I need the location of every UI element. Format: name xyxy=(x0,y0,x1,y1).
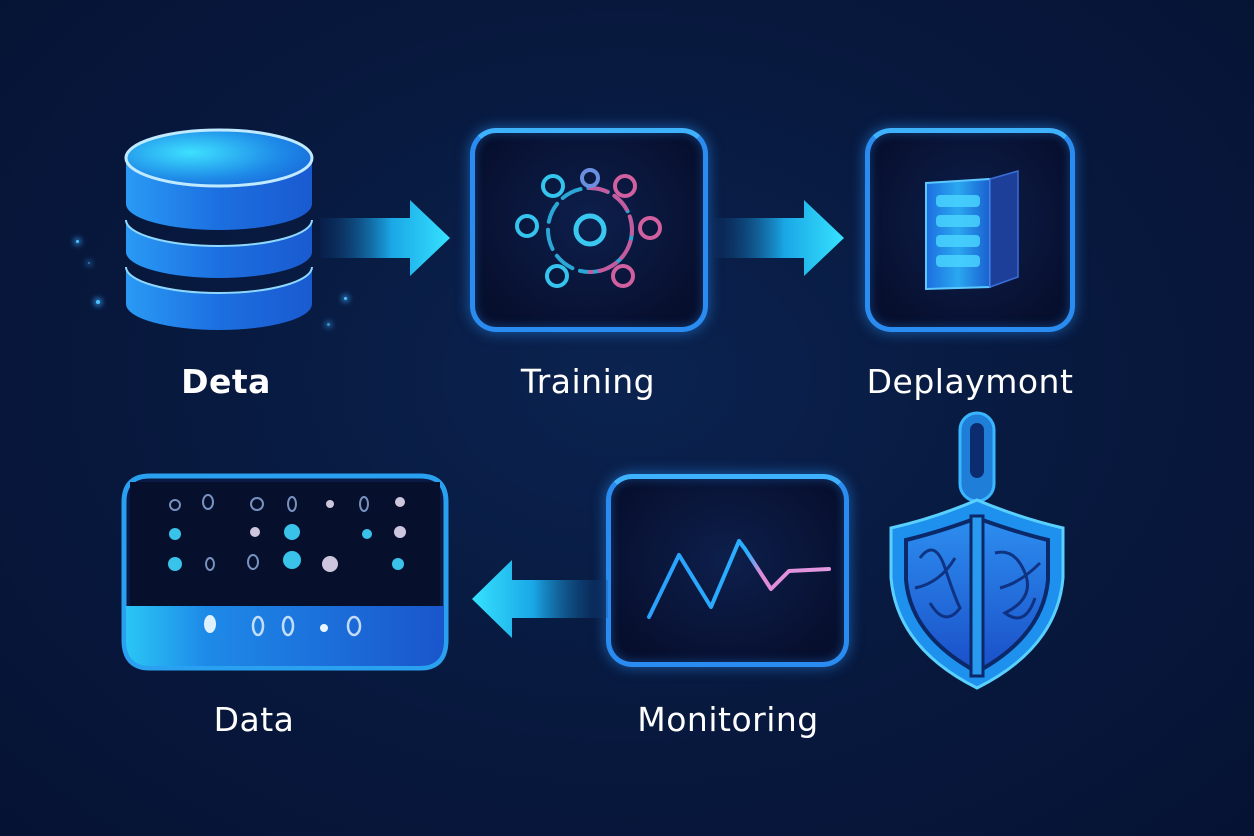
node-deployment xyxy=(865,128,1075,332)
server-icon xyxy=(925,170,1019,291)
node-security xyxy=(885,408,1070,693)
node-label-deployment: Deplaymont xyxy=(866,362,1074,401)
line-chart-icon xyxy=(647,539,831,619)
sparkle xyxy=(88,262,90,264)
sparkle xyxy=(327,323,330,326)
node-data-bottom xyxy=(120,472,450,672)
node-data-top xyxy=(118,122,320,337)
data-panel-icon xyxy=(121,473,449,671)
node-label-monitoring: Monitoring xyxy=(637,700,819,739)
node-label-data-bottom: Data xyxy=(213,700,295,739)
arrow-left-icon xyxy=(472,560,608,638)
node-monitoring xyxy=(606,474,849,667)
sparkle xyxy=(344,297,347,300)
database-icon xyxy=(124,128,314,330)
sparkle xyxy=(76,240,79,243)
shield-lock-icon xyxy=(889,411,1065,690)
node-label-data-top: Deta xyxy=(181,362,271,401)
node-label-training: Training xyxy=(520,362,656,401)
arrow-right-icon xyxy=(712,200,844,276)
sparkle xyxy=(96,300,100,304)
arrow-right-icon xyxy=(320,200,450,276)
neural-network-icon xyxy=(515,168,662,288)
node-training xyxy=(470,128,708,332)
